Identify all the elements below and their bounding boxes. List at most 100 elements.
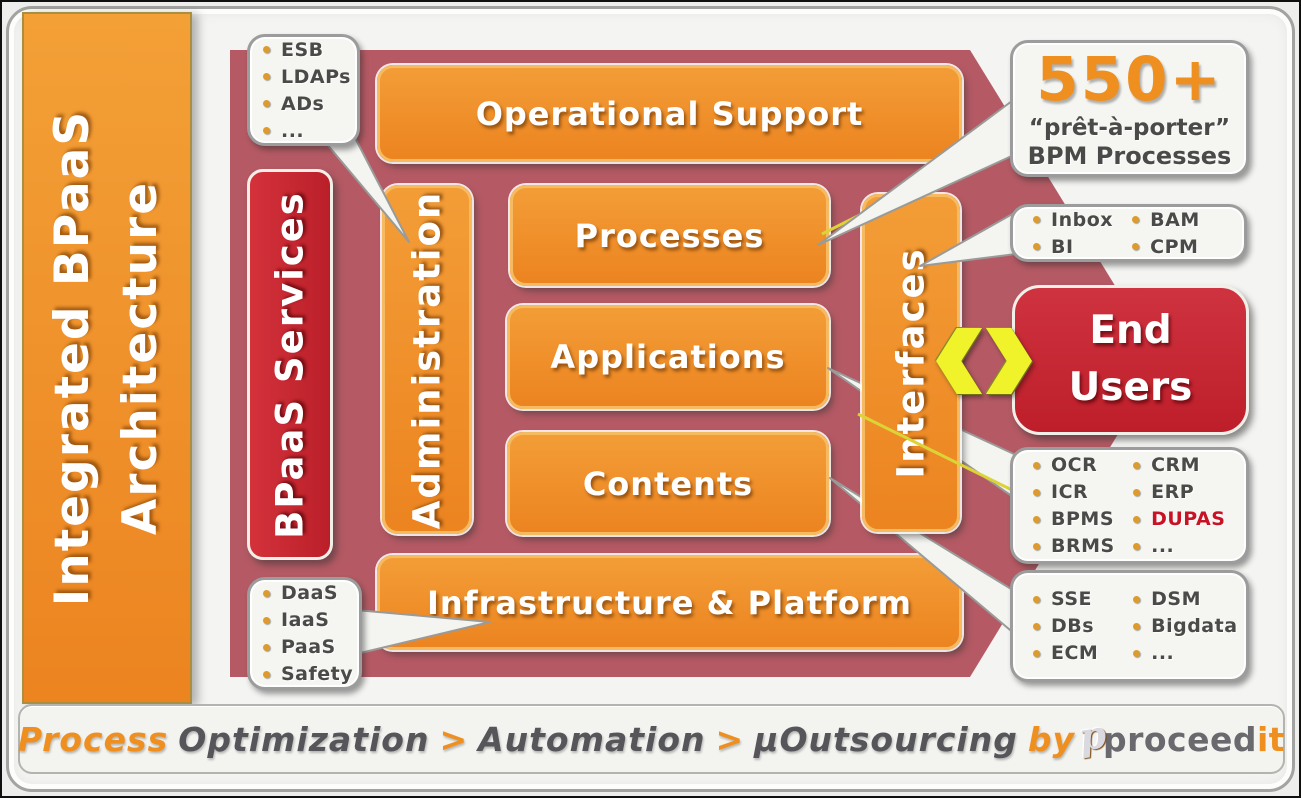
callout-item: DSM [1151,588,1201,610]
list-item: DUPAS [1133,508,1246,530]
bullet-icon [1133,595,1141,603]
bullet-icon [1033,595,1040,603]
footer-word-automation: Automation [478,719,706,759]
callout-item: BAM [1150,208,1200,231]
list-item: DaaS [263,582,359,604]
bullet-icon [263,73,270,80]
footer-word-process: Process [17,719,169,759]
bar-administration: Administration [382,185,472,534]
bullet-icon [1033,515,1040,523]
callout-item: BRMS [1051,535,1115,557]
callout-item-dupas: DUPAS [1151,508,1226,530]
callout-monitoring: Inbox BAM BI CPM [1010,204,1247,262]
list-item: DBs [1033,615,1133,637]
bullet-icon [1033,622,1040,630]
callout-item: IaaS [281,609,330,631]
callout-item: Safety [281,663,354,685]
callout-item: BPMS [1051,508,1114,530]
callout-item: ... [1151,535,1175,557]
callout-item: ECM [1051,642,1099,664]
bar-bpaas-services-label: BPaaS Services [268,190,312,539]
list-item: ADs [263,93,357,115]
callout-item: DaaS [281,582,339,604]
left-title-banner: Integrated BPaaS Architecture [22,12,192,704]
list-item: ... [1133,642,1246,664]
list-item: ... [263,120,357,142]
chevron-left-icon [936,328,982,394]
list-item: CPM [1132,236,1244,258]
box-contents: Contents [507,432,829,535]
bar-interfaces-label: Interfaces [889,247,933,479]
list-item: PaaS [263,636,359,658]
list-item: CRM [1133,454,1246,476]
box-contents-label: Contents [582,464,754,503]
callout-tools: OCR CRM ICR ERP BPMS DUPAS BRMS ... [1010,447,1249,564]
box-applications: Applications [507,305,829,409]
box-operational-support: Operational Support [377,65,962,162]
bullet-icon [1133,542,1141,550]
bullet-icon [1132,216,1140,223]
callout-item: Inbox [1051,208,1114,231]
callout-integration: ESB LDAPs ADs ... [247,34,360,146]
end-users-line2: Users [1068,365,1193,410]
list-item: OCR [1033,454,1133,476]
bar-administration-label: Administration [405,190,449,529]
callout-item: CPM [1150,235,1199,258]
box-applications-label: Applications [550,338,786,376]
bullet-icon [1033,461,1040,469]
callout-item: CRM [1151,454,1201,476]
box-processes: Processes [510,185,829,286]
footer-word-optimization: Optimization [178,719,430,759]
footer-word-outsourcing: µOutsourcing [754,719,1018,759]
callout-item: PaaS [281,636,336,658]
list-item: ECM [1033,642,1133,664]
bullet-icon [263,127,270,134]
bullet-icon [1033,542,1040,550]
box-infrastructure-platform-label: Infrastructure & Platform [427,583,912,622]
callout-item: ... [1151,642,1175,664]
bullet-icon [1133,622,1141,630]
footer-tagline: Process Optimization > Automation > µOut… [18,704,1285,774]
list-item: LDAPs [263,66,357,88]
list-item: SSE [1033,588,1133,610]
bpm-subtitle: BPM Processes [1027,141,1232,170]
list-item: IaaS [263,609,359,631]
list-item: BPMS [1033,508,1133,530]
end-users-box: End Users [1012,285,1249,435]
bullet-icon [263,589,270,597]
callout-item: ... [281,119,305,142]
bullet-icon [263,46,270,53]
callout-item: ADs [281,92,325,115]
proceedit-wordmark: proceedit [1103,720,1285,759]
bullet-icon [1033,243,1040,250]
diagram-title-line1: Integrated BPaaS [44,109,100,607]
list-item: ESB [263,39,357,61]
callout-item: BI [1051,235,1074,258]
callout-item: DBs [1051,615,1095,637]
bullet-icon [263,616,270,624]
list-item: BRMS [1033,535,1133,557]
callout-item: ICR [1051,481,1089,503]
callout-item: Bigdata [1151,615,1238,637]
list-item: Inbox [1033,209,1132,231]
list-item: DSM [1133,588,1246,610]
list-item: Bigdata [1133,615,1246,637]
callout-bpm-library: 550+ “prêt-à-porter” BPM Processes [1010,40,1249,177]
brand-accent-part: it [1257,719,1286,759]
brand-gray-part: proceed [1102,719,1257,759]
list-item: ERP [1133,481,1246,503]
diagram-title: Integrated BPaaS Architecture [39,110,175,606]
bullet-icon [1033,488,1040,496]
callout-item: LDAPs [281,65,351,88]
list-item: Safety [263,663,359,685]
bullet-icon [1133,649,1141,657]
bpm-quote: “prêt-à-porter” [1028,115,1231,142]
bullet-icon [1133,461,1141,469]
footer-word-by: by [1027,719,1075,759]
footer-separator: > [715,719,745,759]
bpm-count: 550+ [1036,44,1223,116]
bullet-icon [1133,488,1141,496]
list-item: ... [1133,535,1246,557]
callout-item: ERP [1151,481,1195,503]
